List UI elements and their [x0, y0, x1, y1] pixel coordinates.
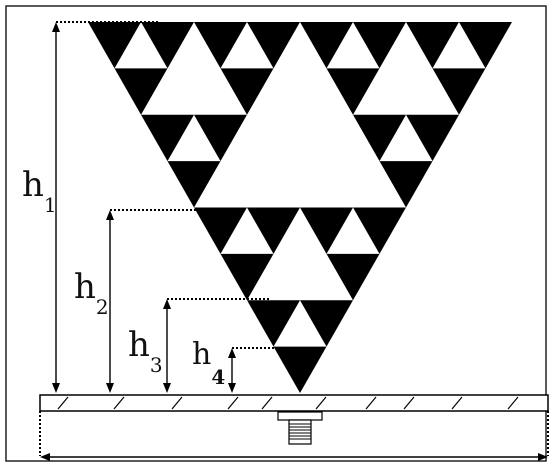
fractal-hole — [114, 22, 168, 69]
ground-width-arrow-left — [40, 453, 50, 461]
h1-arrow-top — [52, 22, 60, 32]
hatch-stroke — [171, 396, 183, 410]
hatch-stroke — [113, 396, 125, 410]
h3-arrow-top — [163, 299, 171, 309]
hatch-stroke — [315, 396, 327, 410]
label-h1: h1 — [22, 165, 57, 217]
ground-plate — [39, 394, 549, 412]
height-dimensions — [52, 21, 276, 393]
fractal-hole — [247, 207, 353, 301]
ground-width-dimension — [39, 411, 549, 461]
connector-threads — [289, 423, 311, 440]
h2-arrow-bottom — [106, 383, 114, 393]
hatch-stroke — [261, 396, 273, 410]
fractal-hole — [432, 22, 486, 69]
label-h3: h3 — [128, 325, 163, 377]
label-h4: h4 — [192, 337, 225, 389]
ground-plane — [39, 394, 549, 412]
hatch-stroke — [365, 396, 377, 410]
hatch-stroke — [507, 396, 519, 410]
label-h2: h2 — [74, 267, 109, 319]
ground-width-arrow-right — [538, 453, 548, 461]
h3-arrow-bottom — [163, 383, 171, 393]
sierpinski-triangle — [88, 22, 512, 393]
fractal-hole — [167, 114, 221, 162]
hatch-stroke — [57, 396, 69, 410]
connector-body — [288, 419, 312, 445]
fractal-hole — [220, 207, 274, 254]
fractal-hole — [194, 22, 406, 208]
h4-arrow-top — [228, 348, 236, 358]
hatch-stroke — [227, 396, 239, 410]
fractal-hole — [379, 114, 433, 162]
hatch-stroke — [451, 396, 463, 410]
fractal-hole — [273, 300, 327, 347]
fractal-hole — [326, 22, 380, 69]
h1-arrow-bottom — [52, 383, 60, 393]
hatch-stroke — [403, 396, 415, 410]
fractal-hole — [220, 22, 274, 69]
connector-flange — [277, 411, 323, 421]
h2-arrow-top — [106, 210, 114, 220]
feed-connector — [277, 411, 323, 445]
fractal-hole — [326, 207, 380, 254]
fractal-hole — [353, 22, 459, 115]
fractal-hole — [141, 22, 247, 115]
ground-hatching — [57, 396, 519, 410]
h4-arrow-bottom — [228, 383, 236, 393]
